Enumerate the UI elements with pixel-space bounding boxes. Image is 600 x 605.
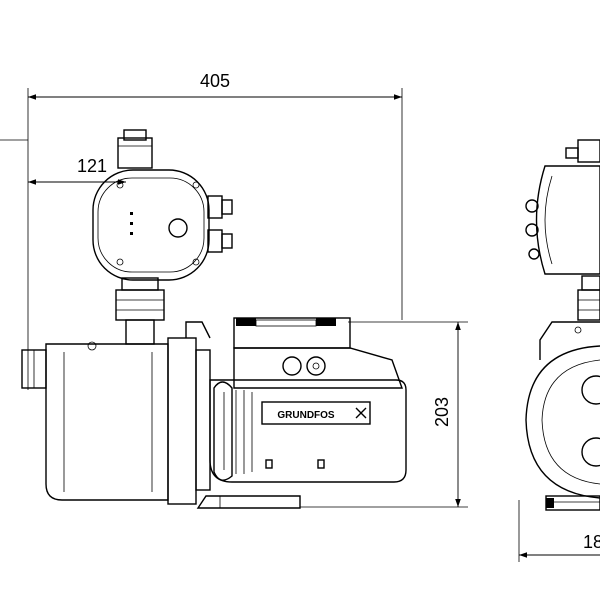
motor: GRUNDFOS — [209, 317, 407, 483]
controller-leds — [130, 212, 133, 235]
dimension-label-121: 121 — [77, 156, 107, 176]
right-view-pump-body — [525, 321, 600, 511]
dimension-height: 203 — [300, 321, 468, 508]
pump-housing — [21, 321, 211, 505]
right-view-fitting — [577, 275, 600, 321]
brand-logo-text: GRUNDFOS — [277, 410, 335, 421]
dimension-overall-length: 405 — [27, 71, 403, 390]
dimension-label-width: 18 — [583, 532, 600, 552]
dimension-label-405: 405 — [200, 71, 230, 91]
dimension-label-203: 203 — [432, 397, 452, 427]
pressure-controller — [92, 129, 233, 281]
brand-logo-icon — [355, 407, 367, 419]
right-view-controller — [525, 139, 600, 275]
dimension-width: 18 — [518, 500, 600, 562]
dimension-control-offset: 121 — [0, 139, 126, 185]
connection-fitting — [115, 277, 165, 345]
base-plate — [196, 495, 301, 509]
